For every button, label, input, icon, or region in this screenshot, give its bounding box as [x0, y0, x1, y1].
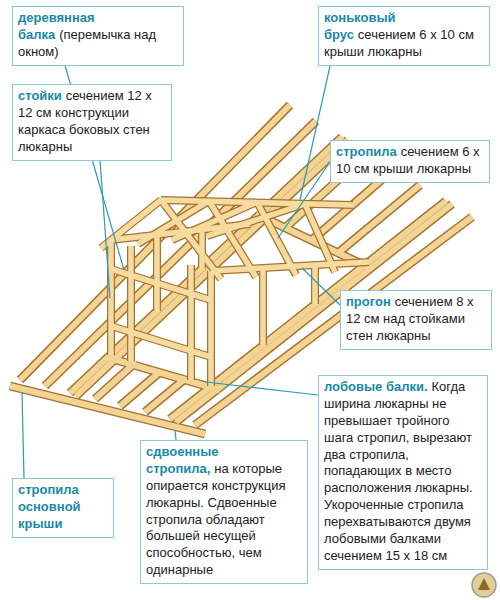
leader-line	[300, 66, 330, 200]
callout-box: прогонсечением 8 x 12 см над стойками ст…	[340, 290, 492, 350]
leader-line	[22, 392, 24, 478]
callout-text: на которые опирается конструкция люкарны…	[146, 461, 285, 577]
watermark-logo	[472, 573, 496, 597]
callout-heading: сдвоенные стропила,	[146, 444, 219, 476]
beam-fill	[101, 200, 369, 386]
callout-heading: стропила	[336, 144, 397, 159]
callout-heading: стойки	[18, 88, 62, 103]
callout-text: Когда ширина люкарны не превышает тройно…	[324, 379, 473, 563]
callout-box: стропила основной крыши	[12, 478, 114, 538]
leader-line	[206, 382, 318, 395]
callout-heading: лобовые балки.	[324, 379, 428, 394]
callout-box: коньковый бруссечением 6 x 10 см крыши л…	[318, 6, 490, 66]
callout-box: стойкисечением 12 x 12 см конструкции ка…	[12, 84, 172, 161]
callout-box: сдвоенные стропила,на которые опирается …	[140, 440, 308, 584]
leader-line	[302, 268, 340, 305]
callout-heading: прогон	[346, 294, 391, 309]
beam-outline	[101, 200, 369, 386]
leader-line	[278, 162, 330, 238]
callout-box: деревянная балка(перемычка над окном)	[12, 6, 184, 66]
logo-circle	[472, 573, 496, 597]
callout-box: стропиласечением 6 x 10 см крыши люкарны	[330, 140, 490, 183]
logo-mark	[478, 578, 490, 590]
leader-line	[100, 160, 110, 298]
leader-line	[175, 430, 176, 440]
callout-heading: стропила основной крыши	[18, 482, 81, 531]
callout-box: лобовые балки.Когда ширина люкарны не пр…	[318, 375, 488, 570]
